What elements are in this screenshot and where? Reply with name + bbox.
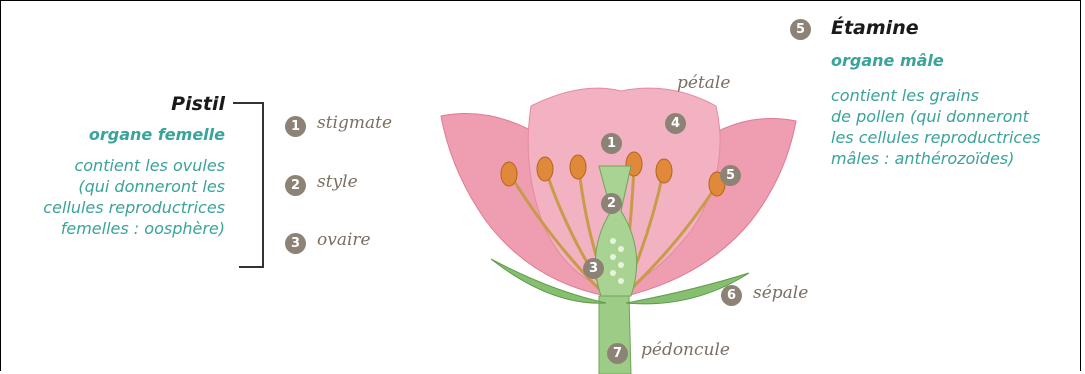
part-number-badge: 3 [285, 233, 306, 254]
sepale-badge: 6 [721, 285, 742, 306]
pistil-description-line: contient les ovules [43, 155, 225, 176]
etamine-subtitle: organe mâle [831, 51, 944, 70]
pistil-bracket [231, 91, 271, 276]
etamine-description-line: mâles : anthérozoïdes) [831, 148, 1040, 169]
pedoncule-badge: 7 [607, 343, 628, 364]
etamine-badge: 5 [720, 165, 741, 186]
pistil-subtitle: organe femelle [89, 125, 225, 144]
style-badge: 2 [601, 193, 622, 214]
etamine-title: Étamine [831, 17, 919, 39]
part-number-badge: 5 [790, 19, 811, 40]
flower-illustration [431, 81, 811, 374]
petale-label: pétale [677, 73, 730, 93]
ovaire-label: ovaire [317, 230, 371, 250]
sepale-label: sépale [753, 283, 808, 303]
pedoncule-label: pédoncule [641, 340, 730, 360]
stigmate-badge: 1 [601, 133, 622, 154]
ovaire-badge: 3 [583, 258, 604, 279]
part-number-badge: 2 [285, 175, 306, 196]
stigmate-label: stigmate [317, 113, 392, 133]
part-number-badge: 1 [285, 116, 306, 137]
etamine-description-line: de pollen (qui donneront [831, 106, 1040, 127]
etamine-description-line: les cellules reproductrices [831, 127, 1040, 148]
pistil-description-line: femelles : oosphère) [43, 218, 225, 239]
pistil-title: Pistil [171, 93, 225, 115]
style-label: style [317, 172, 358, 192]
pistil-description-line: (qui donneront les [43, 176, 225, 197]
etamine-description-line: contient les grains [831, 85, 1040, 106]
petale-badge: 4 [665, 113, 686, 134]
etamine-description: contient les grains de pollen (qui donne… [831, 85, 1040, 169]
pistil-description-line: cellules reproductrices [43, 197, 225, 218]
pistil-description: contient les ovules (qui donneront les c… [43, 155, 225, 239]
